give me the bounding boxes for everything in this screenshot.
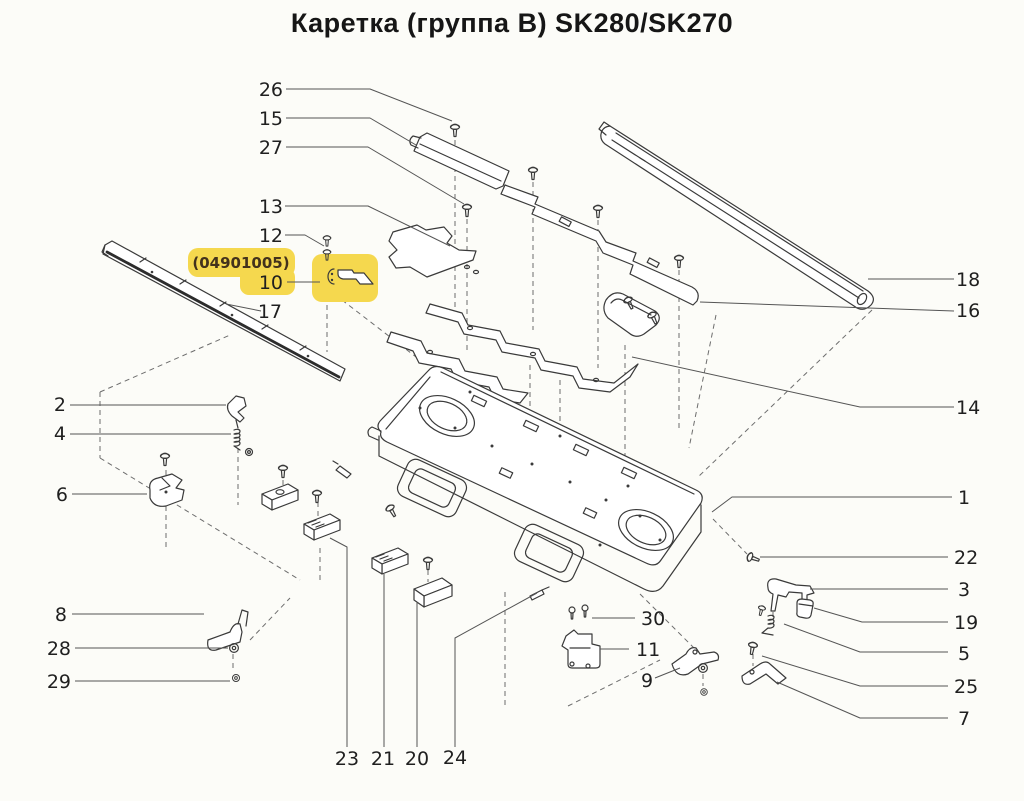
callout-27: 27 xyxy=(259,137,283,159)
callout-26: 26 xyxy=(259,79,283,101)
part-20-foam-pad xyxy=(413,556,453,608)
part-4-spring xyxy=(233,428,254,457)
plate-screw xyxy=(384,502,400,520)
callout-17: 17 xyxy=(258,301,282,323)
part-11-bracket xyxy=(561,629,601,669)
callout-18: 18 xyxy=(956,269,980,291)
part-1-carriage-base-plate xyxy=(367,365,703,592)
callout-9: 9 xyxy=(641,670,653,692)
callout-20: 20 xyxy=(405,748,429,770)
callout-28: 28 xyxy=(47,638,71,660)
part-14-plate-strips xyxy=(386,303,639,404)
part-10-bracket xyxy=(327,268,374,285)
construction-dashed-lines xyxy=(99,140,873,708)
part-16-jagged-rail xyxy=(500,184,699,306)
callout-30: 30 xyxy=(641,608,665,630)
callout-3: 3 xyxy=(958,579,970,601)
callout-19: 19 xyxy=(954,612,978,634)
part-22-screw xyxy=(745,551,762,566)
callout-16: 16 xyxy=(956,300,980,322)
callout-25: 25 xyxy=(954,676,978,698)
part-24-pin xyxy=(529,586,550,601)
callout-14: 14 xyxy=(956,397,980,419)
callout-24: 24 xyxy=(443,747,467,769)
callout-15: 15 xyxy=(259,108,283,130)
callout-13: 13 xyxy=(259,196,283,218)
part-5-spring xyxy=(756,604,775,636)
part-23-foam-pad xyxy=(303,489,341,541)
callout-11: 11 xyxy=(636,639,660,661)
page-title: Каретка (группа B) SK280/SK270 xyxy=(290,8,734,38)
callout-7: 7 xyxy=(958,708,970,730)
highlight-number-tab xyxy=(240,268,295,295)
leader-lines xyxy=(70,88,955,747)
foam-pads xyxy=(261,464,453,608)
callout-12: 12 xyxy=(259,225,283,247)
callout-8: 8 xyxy=(55,604,67,626)
part-19-cap xyxy=(796,598,814,619)
callout-22: 22 xyxy=(954,547,978,569)
part-15-top-rail xyxy=(409,132,510,190)
part-28-nut xyxy=(229,642,239,654)
part-30-screws xyxy=(568,604,589,620)
part-7-bracket xyxy=(741,661,787,685)
part-29-nut xyxy=(231,673,241,683)
part-9-lever xyxy=(671,647,720,696)
callout-10: 10 xyxy=(259,272,283,294)
callout-23: 23 xyxy=(335,748,359,770)
part-17-front-rail xyxy=(101,240,346,382)
part-13-plate xyxy=(388,224,480,278)
callout-5: 5 xyxy=(958,643,970,665)
callout-6: 6 xyxy=(56,484,68,506)
part-6-bracket xyxy=(149,452,185,507)
plate-holes xyxy=(418,390,662,547)
callout-1: 1 xyxy=(958,487,970,509)
highlighted-part-code: (04901005) xyxy=(192,254,289,272)
callout-2: 2 xyxy=(54,394,66,416)
part-8-lever xyxy=(207,609,249,651)
part-18-back-rail xyxy=(598,121,874,310)
part-21-foam-pad xyxy=(371,547,409,575)
top-screws xyxy=(449,123,685,269)
callout-21: 21 xyxy=(371,748,395,770)
callout-4: 4 xyxy=(54,423,66,445)
callout-labels: 26 15 27 13 12 10 17 2 4 6 8 28 29 23 21… xyxy=(47,79,980,770)
callout-29: 29 xyxy=(47,671,71,693)
part-14-bracket xyxy=(603,292,661,337)
foam-pad-upper xyxy=(261,464,299,511)
part-2-lever xyxy=(226,395,247,429)
wedge-pin xyxy=(332,460,352,479)
part-25-screw xyxy=(746,640,759,656)
